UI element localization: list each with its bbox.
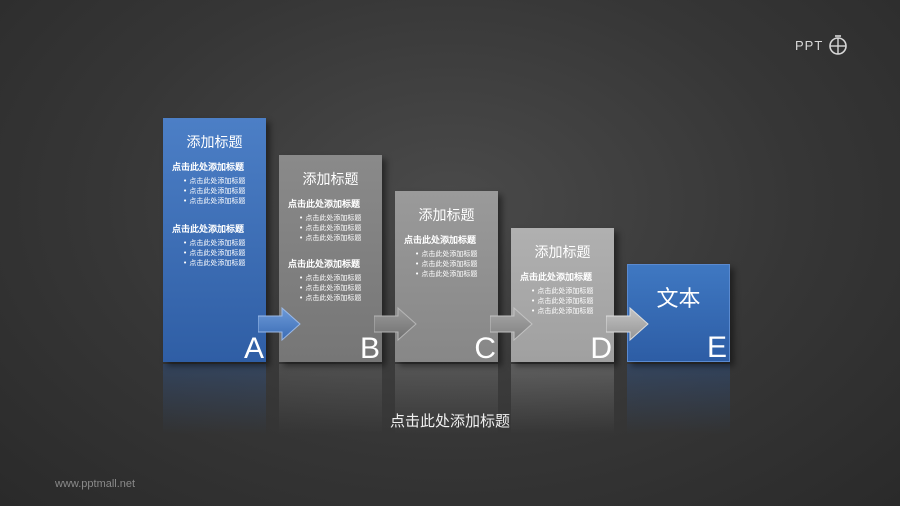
- list-item: 点击此处添加标题: [299, 283, 382, 293]
- step-card-e[interactable]: 文本 E: [627, 264, 730, 364]
- list-item: 点击此处添加标题: [183, 258, 266, 268]
- footer-url: www.pptmall.net: [55, 478, 136, 490]
- stopwatch-icon: [829, 35, 848, 55]
- step-card-d[interactable]: 添加标题 点击此处添加标题 点击此处添加标题 点击此处添加标题 点击此处添加标题…: [511, 228, 614, 365]
- list-item: 点击此处添加标题: [531, 296, 614, 306]
- card-subtitle: 点击此处添加标题: [172, 163, 245, 173]
- list-item: 点击此处添加标题: [531, 286, 614, 296]
- list-item: 点击此处添加标题: [183, 238, 266, 248]
- step-card-c[interactable]: 添加标题 点击此处添加标题 点击此处添加标题 点击此处添加标题 点击此处添加标题…: [395, 191, 498, 365]
- step-card-a[interactable]: 添加标题 点击此处添加标题 点击此处添加标题 点击此处添加标题 点击此处添加标题…: [163, 118, 266, 365]
- caption-text[interactable]: 点击此处添加标题: [389, 412, 510, 430]
- card-subtitle: 点击此处添加标题: [288, 200, 361, 210]
- card-subtitle: 点击此处添加标题: [404, 236, 477, 246]
- bullet-list: 点击此处添加标题 点击此处添加标题 点击此处添加标题: [279, 273, 382, 303]
- list-item: 点击此处添加标题: [183, 186, 266, 196]
- list-item: 点击此处添加标题: [531, 306, 614, 316]
- bullet-list: 点击此处添加标题 点击此处添加标题 点击此处添加标题: [279, 213, 382, 243]
- list-item: 点击此处添加标题: [183, 196, 266, 206]
- card-title: 添加标题: [418, 208, 475, 224]
- reflection-d: [511, 364, 614, 434]
- list-item: 点击此处添加标题: [299, 223, 382, 233]
- reflection-c: [395, 364, 498, 434]
- bullet-list: 点击此处添加标题 点击此处添加标题 点击此处添加标题: [163, 176, 266, 206]
- list-item: 点击此处添加标题: [415, 249, 498, 259]
- list-item: 点击此处添加标题: [299, 213, 382, 223]
- list-item: 点击此处添加标题: [299, 233, 382, 243]
- list-item: 点击此处添加标题: [415, 269, 498, 279]
- list-item: 点击此处添加标题: [183, 248, 266, 258]
- card-subtitle: 点击此处添加标题: [520, 273, 593, 283]
- bullet-list: 点击此处添加标题 点击此处添加标题 点击此处添加标题: [395, 249, 498, 279]
- arrow-right-icon: [606, 306, 649, 342]
- card-title: 添加标题: [534, 245, 591, 261]
- arrow-right-icon: [490, 306, 533, 342]
- step-letter: A: [243, 332, 264, 365]
- card-title: 添加标题: [186, 135, 243, 151]
- step-letter: C: [474, 332, 496, 365]
- reflection-b: [279, 364, 382, 434]
- card-title: 添加标题: [302, 172, 359, 188]
- logo-text: PPT: [795, 37, 824, 53]
- list-item: 点击此处添加标题: [415, 259, 498, 269]
- list-item: 点击此处添加标题: [299, 273, 382, 283]
- card-subtitle: 点击此处添加标题: [172, 225, 245, 235]
- step-letter: E: [706, 331, 727, 364]
- bullet-list: 点击此处添加标题 点击此处添加标题 点击此处添加标题: [163, 238, 266, 268]
- card-main-text: 文本: [656, 287, 701, 312]
- list-item: 点击此处添加标题: [183, 176, 266, 186]
- step-letter: D: [590, 332, 612, 365]
- arrow-right-icon: [258, 306, 301, 342]
- arrow-right-icon: [374, 306, 417, 342]
- reflection-e: [627, 364, 730, 434]
- card-subtitle: 点击此处添加标题: [288, 260, 361, 270]
- reflection-a: [163, 364, 266, 434]
- logo: PPT: [795, 34, 849, 56]
- step-letter: B: [359, 332, 380, 365]
- list-item: 点击此处添加标题: [299, 293, 382, 303]
- bullet-list: 点击此处添加标题 点击此处添加标题 点击此处添加标题: [511, 286, 614, 316]
